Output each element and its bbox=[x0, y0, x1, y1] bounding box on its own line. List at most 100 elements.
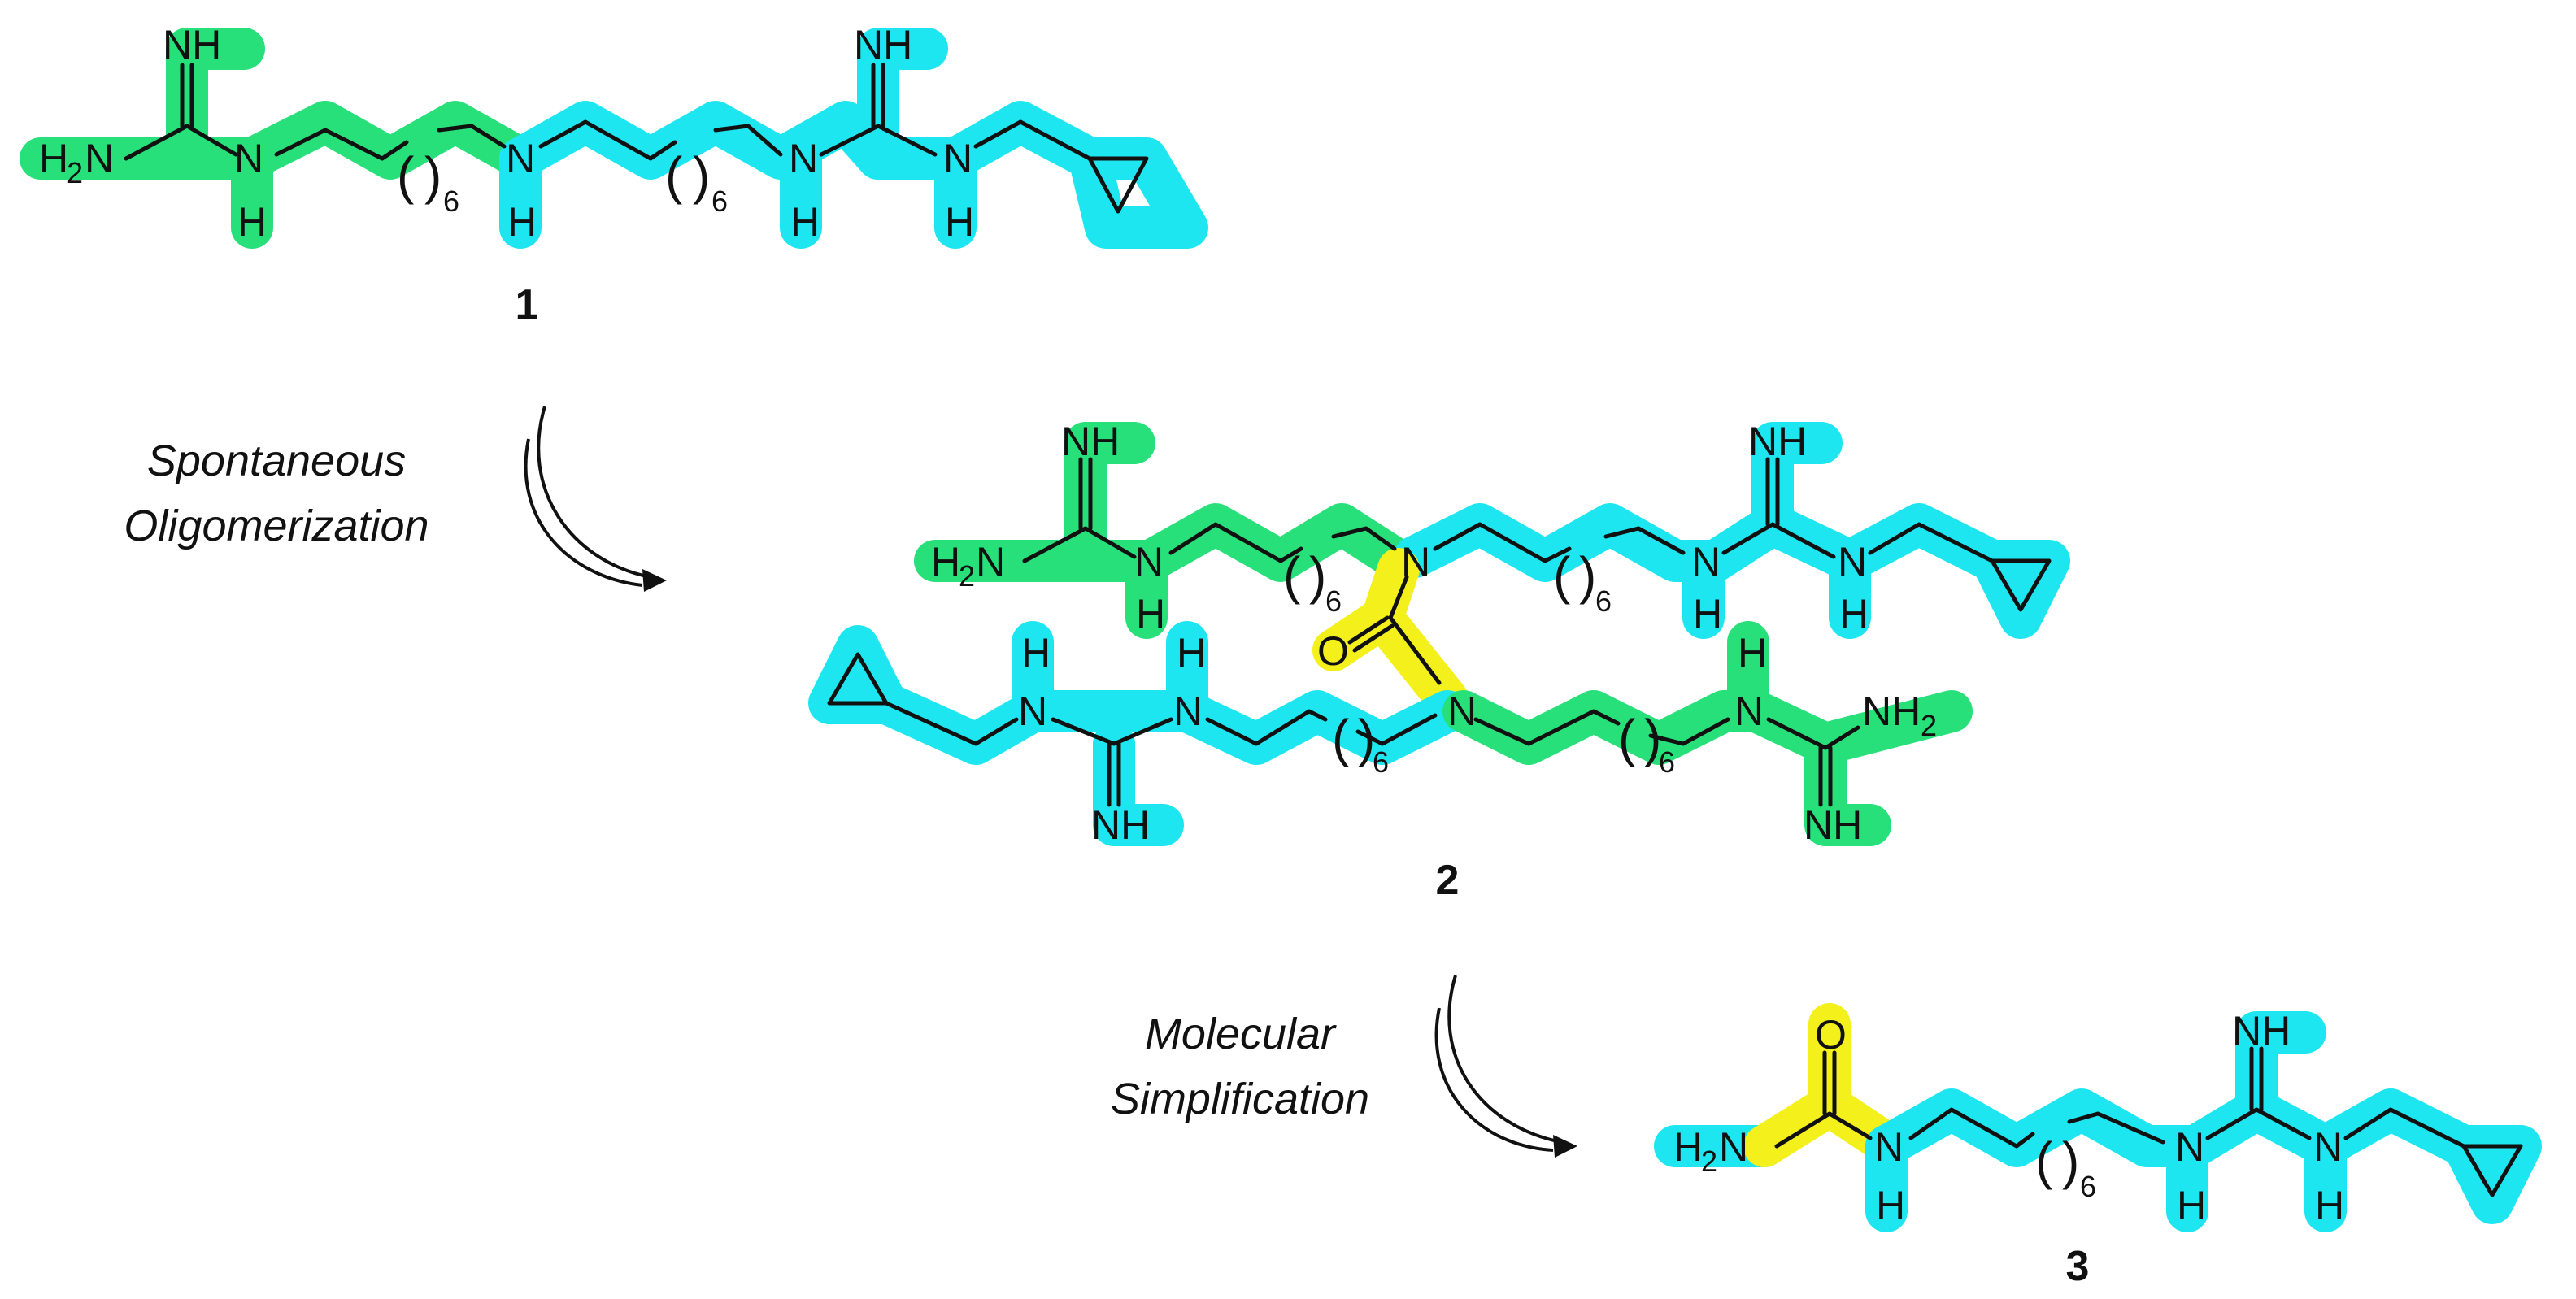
highlight-green bbox=[1804, 723, 1891, 846]
atom-label: H bbox=[790, 199, 820, 245]
atom-label: H bbox=[1136, 591, 1165, 636]
compound-3-atoms: H 2 N O N H ( ) 6 N H NH N H bbox=[1673, 1008, 2344, 1228]
repeat-count: 6 bbox=[1325, 584, 1342, 618]
bond bbox=[973, 119, 1092, 161]
atom-label: H bbox=[1839, 591, 1869, 636]
atom-label: H bbox=[1177, 630, 1206, 676]
repeat-paren: ( bbox=[1618, 709, 1635, 767]
curved-arrow bbox=[1434, 1007, 1554, 1152]
repeat-count: 6 bbox=[1373, 745, 1389, 779]
atom-label: N bbox=[234, 136, 263, 181]
atom-label: NH bbox=[1804, 802, 1862, 848]
compound-3-bonds bbox=[1774, 1046, 2523, 1197]
repeat-count: 6 bbox=[711, 185, 728, 218]
compound-2-bonds bbox=[827, 457, 2052, 807]
repeat-paren: ) bbox=[2062, 1132, 2079, 1190]
atom-label: NH bbox=[1061, 419, 1120, 464]
compound-label: 2 bbox=[1436, 857, 1460, 904]
bond bbox=[1721, 522, 1836, 559]
atom-label: N bbox=[1838, 539, 1867, 584]
curved-arrow bbox=[1447, 975, 1562, 1144]
bond bbox=[1766, 717, 1860, 750]
atom-label: N bbox=[1018, 689, 1047, 734]
highlight-green bbox=[1064, 422, 1155, 582]
repeat-count: 6 bbox=[443, 185, 459, 218]
atom-label: NH bbox=[1862, 689, 1921, 734]
repeat-paren: ) bbox=[1309, 546, 1326, 605]
compound-label: 1 bbox=[516, 281, 539, 328]
bond bbox=[274, 128, 409, 161]
compound-1-atoms: H 2 N NH N H ( ) 6 N H ( ) 6 N H NH N H bbox=[39, 22, 974, 245]
bond bbox=[1205, 709, 1328, 746]
bond bbox=[1473, 709, 1621, 746]
atom-label: H bbox=[1021, 630, 1051, 676]
highlight-yellow bbox=[1312, 548, 1469, 720]
atom-label: NH bbox=[163, 22, 221, 67]
repeat-paren: ( bbox=[1283, 546, 1300, 605]
atom-label: N bbox=[2175, 1124, 2204, 1170]
repeat-paren: ) bbox=[1579, 546, 1596, 605]
bond bbox=[1347, 615, 1390, 645]
repeat-paren: ( bbox=[1553, 546, 1570, 605]
atom-label: H bbox=[2315, 1183, 2344, 1228]
atom-label: N bbox=[85, 136, 114, 181]
bond bbox=[1388, 575, 1442, 685]
bond bbox=[2067, 1111, 2165, 1145]
atom-label: N bbox=[506, 136, 535, 181]
cyclopropyl-ring bbox=[827, 652, 889, 706]
atom-label: NH bbox=[1091, 802, 1150, 848]
atom-label: H bbox=[2177, 1183, 2206, 1228]
repeat-paren: ) bbox=[1358, 709, 1375, 767]
atom-label: H bbox=[1693, 591, 1722, 636]
curved-arrow bbox=[524, 438, 643, 587]
step-label-line1: Spontaneous bbox=[147, 437, 406, 485]
step-label-line2: Simplification bbox=[1111, 1075, 1369, 1123]
arrowhead bbox=[642, 569, 667, 592]
bond bbox=[1051, 717, 1173, 746]
cyclopropyl-ring bbox=[1087, 156, 1149, 214]
bond bbox=[1908, 1107, 2035, 1149]
step-simplification: Molecular Simplification bbox=[1111, 975, 1577, 1158]
atom-label: N bbox=[1447, 689, 1477, 734]
atom-label: H bbox=[1738, 630, 1767, 676]
compound-2-atoms: H 2 N NH N H ( ) 6 N ( ) 6 N H NH N H O … bbox=[931, 419, 1937, 848]
bond bbox=[1603, 526, 1686, 555]
atom-label: N bbox=[1691, 539, 1721, 584]
atom-label: H bbox=[507, 199, 537, 245]
repeat-paren: ) bbox=[693, 146, 710, 205]
bond bbox=[819, 124, 938, 157]
highlight-cyan bbox=[2235, 1011, 2326, 1131]
atom-label: N bbox=[1401, 539, 1430, 584]
arrowhead bbox=[1553, 1135, 1577, 1158]
atom-label: H bbox=[1673, 1124, 1703, 1170]
cyclopropyl-ring bbox=[2461, 1144, 2523, 1197]
highlight-cyan bbox=[1093, 723, 1184, 846]
compound-2: H 2 N NH N H ( ) 6 N ( ) 6 N H NH N H O … bbox=[808, 419, 2070, 904]
atom-label: H bbox=[945, 199, 974, 245]
repeat-paren: ( bbox=[665, 146, 682, 205]
atom-label: N bbox=[1719, 1124, 1748, 1170]
repeat-paren: ( bbox=[2035, 1132, 2052, 1190]
atom-label: O bbox=[1815, 1012, 1847, 1058]
repeat-count: 6 bbox=[2080, 1170, 2096, 1203]
atom-label: H bbox=[1876, 1183, 1905, 1228]
highlight-green bbox=[166, 28, 265, 180]
compound-3: H 2 N O N H ( ) 6 N H NH N H 3 bbox=[1654, 1003, 2542, 1290]
bond bbox=[1331, 526, 1397, 551]
compound-1-bonds bbox=[124, 63, 1149, 214]
repeat-paren: ) bbox=[424, 146, 442, 205]
bond bbox=[124, 124, 238, 161]
bond bbox=[2205, 1107, 2312, 1140]
highlight-cyan bbox=[1068, 137, 1208, 249]
atom-label: N bbox=[943, 136, 973, 181]
bond bbox=[1868, 522, 1995, 563]
atom-label: N bbox=[1874, 1124, 1904, 1170]
atom-subscript: 2 bbox=[1701, 1145, 1717, 1178]
bond bbox=[1355, 713, 1438, 746]
repeat-paren: ) bbox=[1644, 709, 1661, 767]
bond bbox=[1648, 717, 1730, 746]
bond bbox=[1433, 522, 1572, 563]
atom-label: O bbox=[1317, 628, 1349, 674]
bond bbox=[1022, 526, 1137, 563]
atom-label: N bbox=[1734, 689, 1764, 734]
